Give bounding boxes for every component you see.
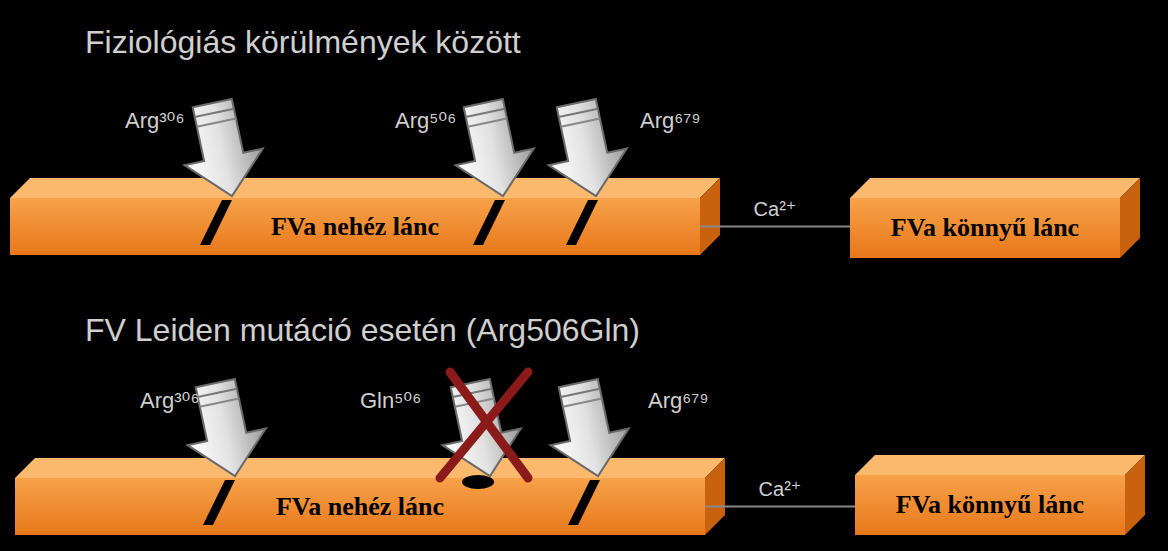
chain-box: FVa könnyű lánc — [850, 198, 1120, 258]
ion-label: Ca²⁺ — [759, 477, 802, 501]
cleavage-notch — [200, 200, 600, 525]
bond-line — [705, 506, 855, 507]
section-heading: FV Leiden mutáció esetén (Arg506Gln) — [85, 312, 640, 349]
chain-name: FVa nehéz lánc — [271, 212, 439, 242]
residue-label: Arg³⁰⁶ — [140, 388, 199, 414]
ion-label: Ca²⁺ — [754, 197, 797, 221]
blocked-mark — [440, 372, 528, 478]
residue-label: Arg⁶⁷⁹ — [640, 108, 701, 134]
bond-line — [700, 226, 850, 227]
chain-bar — [10, 178, 1145, 535]
chain-box: FVa könnyű lánc — [855, 475, 1125, 535]
residue-label: Arg⁵⁰⁶ — [395, 108, 456, 134]
residue-label: Arg⁶⁷⁹ — [648, 388, 709, 414]
cleavage-arrow — [173, 95, 637, 485]
chain-name: FVa nehéz lánc — [276, 492, 444, 522]
diagram-title: Fiziológiás körülmények között — [85, 24, 521, 61]
residue-label: Arg³⁰⁶ — [125, 108, 184, 134]
chain-box: FVa nehéz lánc — [15, 478, 705, 535]
chain-name: FVa könnyű lánc — [896, 490, 1084, 520]
chain-name: FVa könnyű lánc — [891, 213, 1079, 243]
chain-box: FVa nehéz lánc — [10, 198, 700, 255]
residue-label: Gln⁵⁰⁶ — [360, 388, 421, 414]
